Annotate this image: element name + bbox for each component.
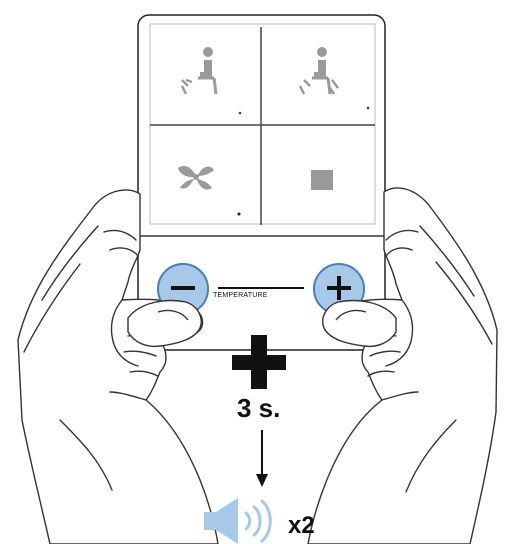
beep-count-label: x2	[288, 512, 315, 539]
front-wash-button[interactable]	[298, 47, 370, 110]
right-thumb	[322, 299, 397, 348]
hold-duration-label: 3 s.	[237, 393, 281, 423]
plus-icon	[327, 276, 351, 300]
seated-person-rear-wash-icon	[180, 47, 218, 95]
remote-control	[137, 14, 386, 351]
fan-icon	[178, 166, 214, 190]
speaker-sound-icon	[204, 498, 272, 544]
minus-icon	[171, 286, 195, 290]
dryer-button[interactable]	[178, 166, 241, 216]
left-thumb	[127, 299, 202, 348]
stop-square-icon	[311, 170, 333, 190]
arrow-down-icon	[256, 430, 268, 487]
temperature-label: TEMPERATURE	[213, 292, 268, 299]
rear-wash-button[interactable]	[180, 47, 242, 115]
stop-button[interactable]	[311, 170, 333, 190]
seated-person-front-wash-icon	[298, 47, 339, 95]
combine-plus-icon	[232, 335, 286, 389]
right-hand	[307, 187, 498, 544]
